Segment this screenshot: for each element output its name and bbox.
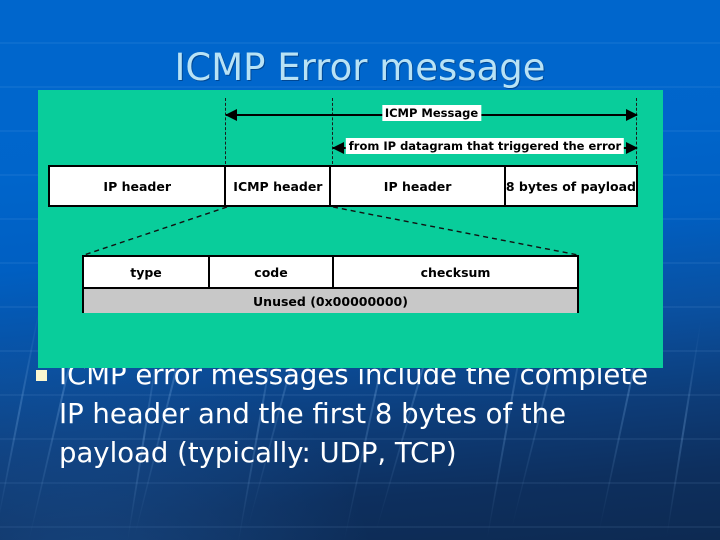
bullet-item-text: ICMP error messages include the complete… xyxy=(59,359,649,470)
guide-line-ip-start xyxy=(332,98,333,164)
packet-field-ip-header-inner: IP header xyxy=(329,167,504,205)
arrow-label-icmp-message: ICMP Message xyxy=(381,105,482,121)
icmp-field-unused: Unused (0x00000000) xyxy=(84,289,577,313)
icmp-detail-bottom-row: Unused (0x00000000) xyxy=(84,287,577,313)
icmp-header-detail: type code checksum Unused (0x00000000) xyxy=(82,255,579,313)
packet-field-ip-header-outer: IP header xyxy=(50,167,225,205)
arrow-icmp-message: ICMP Message xyxy=(225,105,638,121)
arrow-triggering-datagram: from IP datagram that triggered the erro… xyxy=(332,138,638,154)
bullet-marker-icon xyxy=(36,370,47,381)
arrow-head-left-icon xyxy=(332,142,344,154)
page-title: ICMP Error message xyxy=(174,46,546,89)
guide-line-packet-end xyxy=(636,98,637,164)
icmp-field-type: type xyxy=(84,257,208,287)
arrow-head-right-icon xyxy=(626,142,638,154)
arrow-head-right-icon xyxy=(626,109,638,121)
guide-line-icmp-start xyxy=(225,98,226,164)
arrow-head-left-icon xyxy=(225,109,237,121)
icmp-field-code: code xyxy=(208,257,332,287)
packet-field-payload: 8 bytes of payload xyxy=(503,167,636,205)
arrow-label-triggering-datagram: from IP datagram that triggered the erro… xyxy=(345,138,625,154)
detail-connector-lines xyxy=(83,206,579,256)
bullet-list: ICMP error messages include the complete… xyxy=(36,356,676,473)
icmp-field-checksum: checksum xyxy=(332,257,577,287)
icmp-detail-top-row: type code checksum xyxy=(84,257,577,287)
icmp-error-diagram: ICMP Message from IP datagram that trigg… xyxy=(38,90,663,368)
packet-field-icmp-header: ICMP header xyxy=(224,167,330,205)
packet-layout-row: IP header ICMP header IP header 8 bytes … xyxy=(48,165,638,207)
